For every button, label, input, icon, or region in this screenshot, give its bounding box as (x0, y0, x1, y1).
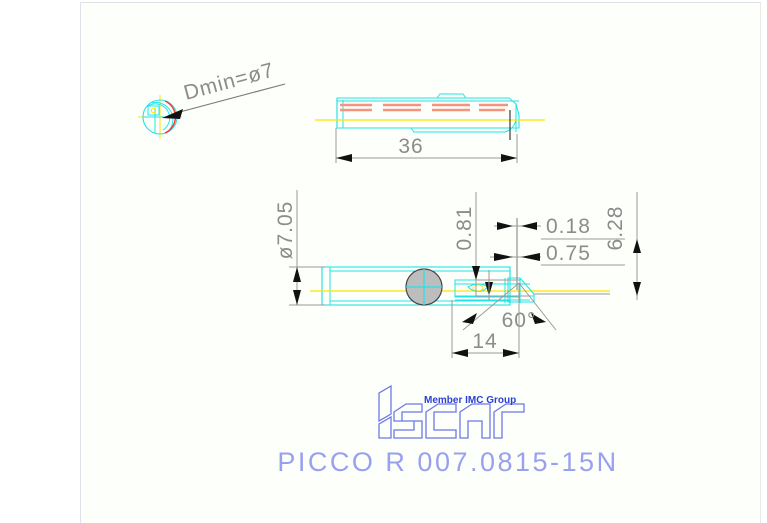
cutting-insert-outline (507, 277, 535, 303)
arrowhead-36-left (336, 154, 352, 162)
dim-label-shank-diameter: ø7.05 (274, 201, 297, 260)
logo-letter-r (493, 403, 525, 439)
arrowhead-angle-left (462, 313, 477, 324)
leader-arrowhead (162, 109, 183, 119)
logo-letter-c (425, 403, 457, 439)
top-view-lower-step (337, 127, 505, 133)
logo-letter-i-bottom (378, 415, 392, 439)
dimension-cutting-length: 14 (451, 283, 520, 358)
arrowhead-36-right (501, 154, 517, 162)
dimension-nose-width: 0.75 (490, 242, 625, 266)
dim-label-head-height: 6.28 (604, 206, 627, 251)
side-view (310, 266, 610, 306)
dimension-shank-diameter: ø7.05 (274, 190, 325, 306)
logo-letter-s (393, 403, 423, 439)
arrowhead-628-bottom (633, 282, 641, 296)
arrowhead-d705-top (293, 267, 301, 282)
dim-label-cutting-length: 14 (472, 330, 497, 353)
logo-letter-a (459, 403, 491, 439)
part-title: PICCO R 007.0815-15N (277, 447, 618, 477)
dimension-overall-length: 36 (335, 128, 518, 163)
arrowhead-angle-right (531, 313, 546, 324)
arrowhead-075-left (494, 253, 513, 261)
arrowhead-628-top (633, 239, 641, 253)
insert-screw-hole (472, 284, 484, 292)
arrowhead-081-top (472, 266, 480, 280)
top-view-clamp-bump (436, 93, 467, 99)
dim-label-corner-offset: 0.18 (546, 215, 591, 238)
dim-label-overall-length: 36 (398, 135, 423, 158)
tool-profile-arc (151, 102, 174, 130)
iscar-logo: Member IMC Group (378, 384, 525, 439)
arrowhead-d705-bottom (293, 290, 301, 305)
screw-hole-circle (150, 107, 157, 114)
dimension-head-height: 6.28 (604, 192, 641, 300)
logo-letter-i-top (378, 384, 392, 423)
arrowhead-018-left (497, 222, 513, 230)
tool-profile-arc-inner (147, 103, 171, 131)
angle-leg-right (518, 282, 557, 331)
arrowhead-075-right (521, 253, 540, 261)
leader-line-min-bore (175, 83, 286, 114)
arrowhead-018-right (521, 222, 537, 230)
logo-tagline: Member IMC Group (424, 395, 516, 406)
tool-shank-rect (147, 105, 160, 116)
drawing-sheet (80, 2, 761, 523)
dim-label-nose-width: 0.75 (546, 242, 591, 265)
dimension-corner-offset: 0.18 (494, 215, 625, 290)
top-view (315, 93, 545, 140)
arrowhead-14-left (452, 349, 468, 357)
arrowhead-14-right (503, 349, 519, 357)
dimension-cutting-edge-height: 0.81 (453, 192, 530, 300)
dim-label-cutting-edge-height: 0.81 (453, 206, 476, 251)
